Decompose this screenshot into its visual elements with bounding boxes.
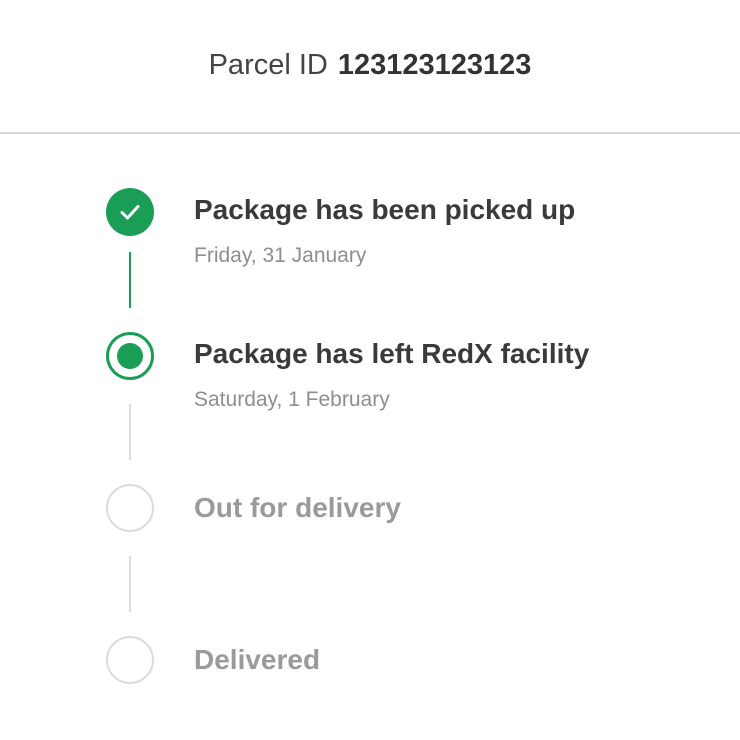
parcel-id-label: Parcel ID <box>208 48 328 81</box>
step-date: Friday, 31 January <box>194 244 367 267</box>
timeline-connector <box>129 252 131 308</box>
step-pending-marker <box>106 484 154 532</box>
step-title: Out for delivery <box>194 492 401 523</box>
current-dot-icon <box>117 343 143 369</box>
step-date: Saturday, 1 February <box>194 388 390 411</box>
parcel-id-value: 123123123123 <box>337 48 532 81</box>
checkmark-icon <box>120 205 140 220</box>
step-title: Package has left RedX facility <box>194 338 590 369</box>
step-title: Delivered <box>194 644 321 675</box>
step-current-marker <box>106 332 154 380</box>
step-title: Package has been picked up <box>194 194 576 225</box>
timeline-connector <box>129 404 131 460</box>
step-completed-marker <box>106 188 154 236</box>
parcel-header: Parcel ID 123123123123 <box>0 0 740 134</box>
parcel-id-row: Parcel ID 123123123123 <box>209 49 532 82</box>
timeline-connector <box>129 556 131 612</box>
step-pending-marker <box>106 636 154 684</box>
